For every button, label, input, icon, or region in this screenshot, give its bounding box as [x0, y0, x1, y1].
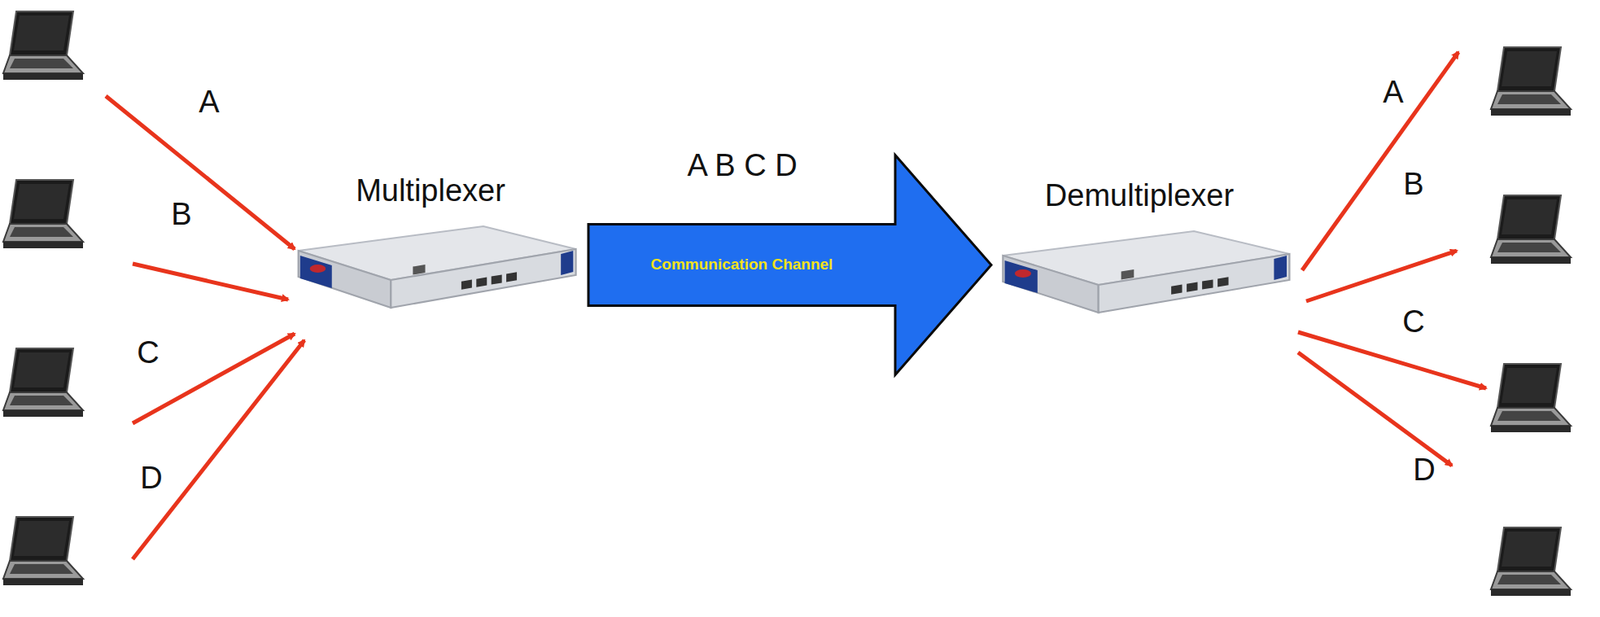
- channel-label: Communication Channel: [651, 256, 834, 274]
- signal-letter: A: [198, 86, 219, 118]
- signal-letter: B: [170, 198, 192, 230]
- signal-letter: A: [1382, 76, 1404, 108]
- signal-letter: C: [136, 336, 159, 368]
- network-device: [280, 209, 581, 316]
- network-device: [984, 214, 1294, 321]
- signal-letter: D: [139, 462, 162, 494]
- network-device-node: Multiplexer: [280, 172, 581, 316]
- device-heading: Demultiplexer: [984, 177, 1294, 215]
- signal-letter: B: [1403, 168, 1424, 200]
- signal-letter: D: [1412, 454, 1435, 486]
- channel-contents-label: A B C D: [686, 149, 797, 181]
- channel-arrow: [588, 155, 992, 376]
- network-device-node: Demultiplexer: [984, 177, 1294, 321]
- signal-letter: C: [1402, 306, 1425, 337]
- device-heading: Multiplexer: [280, 172, 581, 210]
